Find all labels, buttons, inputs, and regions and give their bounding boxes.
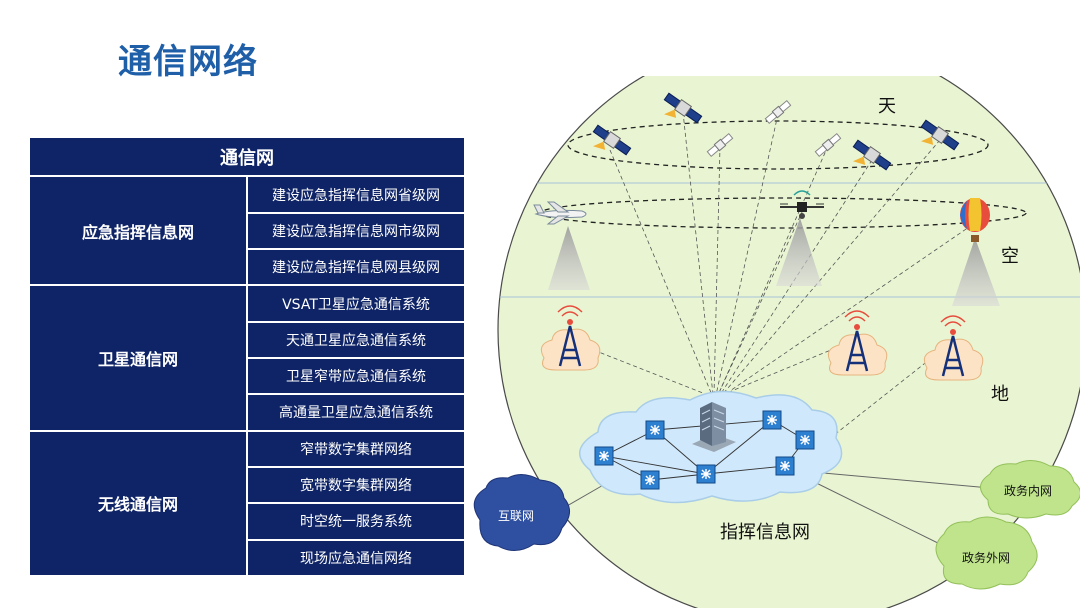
category-wireless-network: 无线通信网 [28, 429, 248, 578]
satellite-icon [663, 92, 703, 124]
layer-label-sky: 天 [878, 96, 896, 117]
table-header: 通信网 [28, 135, 466, 178]
table-item: 宽带数字集群网络 [246, 465, 466, 505]
small-satellite-icon [814, 132, 842, 158]
command-network-label: 指挥信息网 [720, 522, 810, 543]
network-switch-icon [640, 470, 660, 490]
table-item: 卫星窄带应急通信系统 [246, 356, 466, 396]
category-command-network: 应急指挥信息网 [28, 175, 248, 287]
tower-icon [540, 305, 601, 371]
signal-beam [548, 226, 590, 290]
gov-intranet-label: 政务内网 [1004, 483, 1052, 498]
table-item: 高通量卫星应急通信系统 [246, 393, 466, 432]
network-switch-icon [795, 430, 815, 450]
internet-cloud [473, 474, 570, 551]
table-item: 建设应急指挥信息网县级网 [246, 248, 466, 287]
network-table: 通信网 应急指挥信息网 建设应急指挥信息网省级网 建设应急指挥信息网市级网 建设… [28, 135, 466, 578]
table-item: 建设应急指挥信息网省级网 [246, 175, 466, 214]
tower-icon [923, 315, 984, 381]
network-switch-icon [775, 456, 795, 476]
drone-icon [780, 190, 824, 219]
category-satellite-network: 卫星通信网 [28, 284, 248, 432]
table-item: 现场应急通信网络 [246, 538, 466, 578]
gov-extranet-label: 政务外网 [962, 550, 1010, 565]
network-switch-icon [696, 464, 716, 484]
network-switch-icon [762, 410, 782, 430]
satellite-orbit [567, 120, 989, 170]
gov-extranet-cloud [935, 516, 1038, 590]
table-item: 时空统一服务系统 [246, 502, 466, 541]
network-switch-icon [645, 420, 665, 440]
table-item: VSAT卫星应急通信系统 [246, 284, 466, 323]
command-center-building-icon [692, 402, 736, 452]
layer-label-air: 空 [1001, 246, 1019, 267]
satellite-icon [592, 124, 632, 156]
signal-beam [776, 218, 822, 286]
internet-label: 互联网 [498, 509, 534, 523]
table-item: 窄带数字集群网络 [246, 429, 466, 468]
satellite-icon [852, 139, 892, 171]
table-item: 建设应急指挥信息网市级网 [246, 211, 466, 251]
balloon-icon [960, 198, 990, 242]
gov-intranet-cloud [980, 460, 1080, 519]
small-satellite-icon [764, 99, 792, 125]
airplane-icon [533, 201, 587, 225]
sky-air-ground-diagram: 天 空 地 [473, 76, 1080, 608]
layer-label-ground: 地 [991, 384, 1009, 405]
network-switch-icon [594, 446, 614, 466]
tower-icon [827, 310, 888, 376]
table-item: 天通卫星应急通信系统 [246, 320, 466, 359]
signal-beam [952, 238, 1000, 306]
small-satellite-icon [706, 132, 734, 158]
satellite-icon [920, 119, 960, 151]
page-title: 通信网络 [118, 42, 258, 82]
